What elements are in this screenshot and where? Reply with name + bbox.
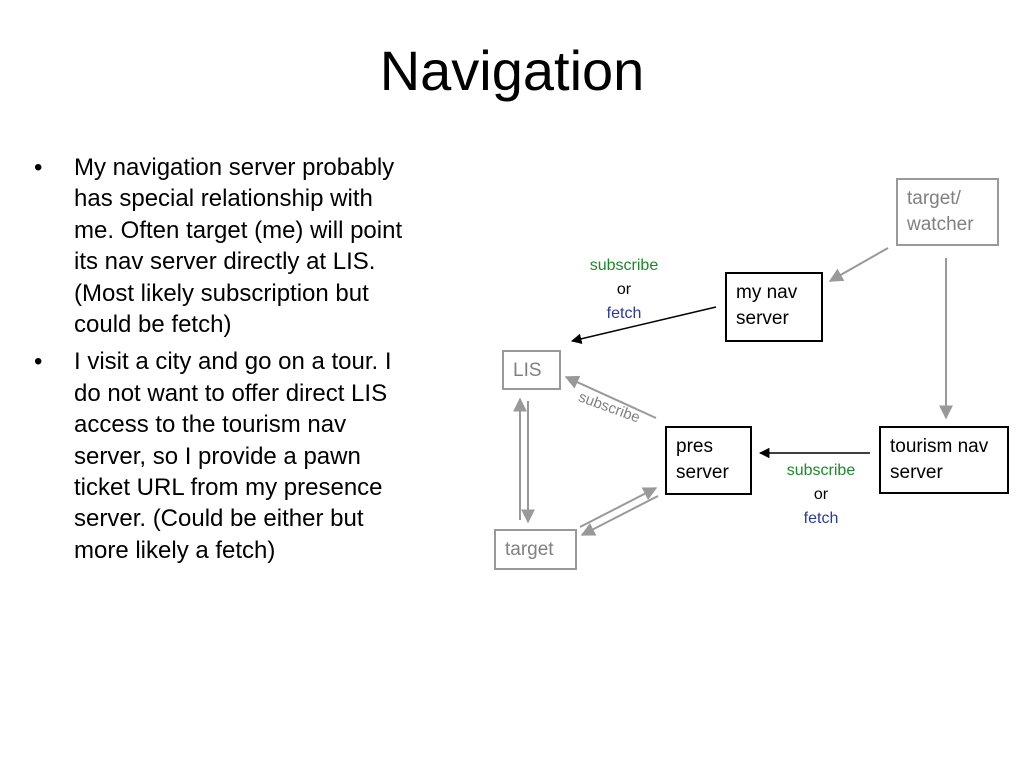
bullet-list: • My navigation server probably has spec… bbox=[32, 152, 404, 572]
edge-label-or: or bbox=[813, 486, 829, 503]
bullet-marker: • bbox=[34, 348, 43, 376]
edge-pres-to-target bbox=[580, 495, 659, 536]
node-lis: LIS bbox=[502, 350, 561, 390]
node-pres-server: pres server bbox=[665, 426, 752, 495]
edge-label-subscribe: subscribe bbox=[589, 257, 659, 274]
edge-label-fetch: fetch bbox=[606, 305, 642, 322]
bullet-text: My navigation server probably has specia… bbox=[74, 154, 403, 339]
slide-title: Navigation bbox=[379, 39, 645, 102]
edge-mynav-to-lis bbox=[570, 306, 717, 344]
node-target-watcher: target/ watcher bbox=[896, 178, 999, 246]
edge-label-fetch: fetch bbox=[803, 510, 839, 527]
bullet-marker: • bbox=[34, 154, 43, 181]
node-tourism-nav-server: tourism nav server bbox=[879, 426, 1009, 494]
node-target: target bbox=[494, 529, 577, 570]
bullet-item: • I visit a city and go on a tour. I do … bbox=[32, 346, 404, 566]
edge-watcher-to-mynav bbox=[828, 247, 889, 282]
node-my-nav-server: my nav server bbox=[725, 272, 823, 342]
edge-label-tourism-to-pres: subscribe or fetch bbox=[771, 459, 871, 531]
edge-target-to-pres bbox=[579, 487, 658, 528]
edge-label-nav-to-lis: subscribe or fetch bbox=[574, 254, 674, 326]
edge-label-or: or bbox=[616, 281, 632, 298]
edge-label-subscribe: subscribe bbox=[786, 462, 856, 479]
bullet-text: I visit a city and go on a tour. I do no… bbox=[74, 348, 392, 564]
bullet-item: • My navigation server probably has spec… bbox=[32, 152, 404, 340]
edge-pres-to-lis bbox=[564, 375, 657, 419]
